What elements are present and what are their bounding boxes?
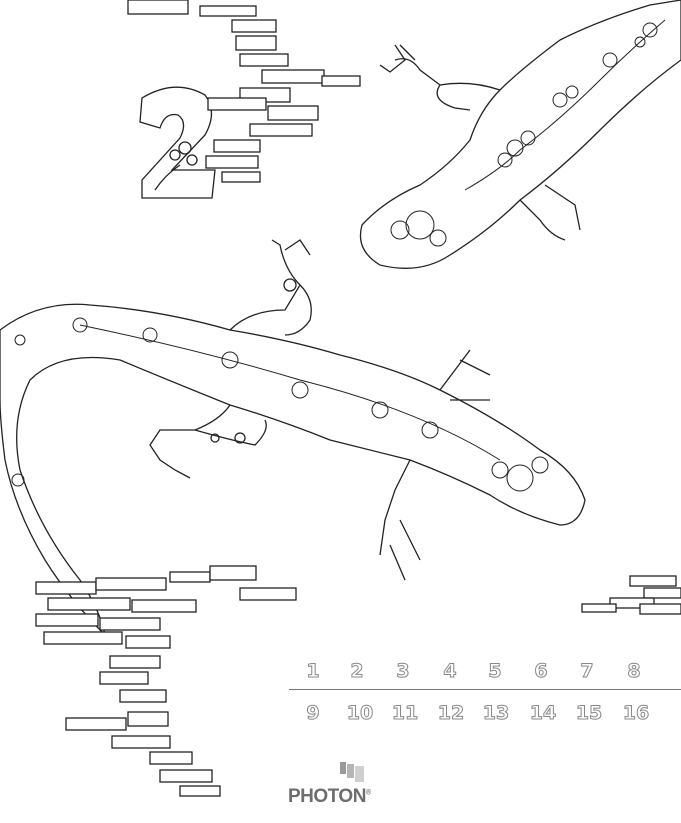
date-5: 5 (488, 660, 502, 683)
date-1: 1 (306, 660, 320, 683)
date-8: 8 (627, 660, 641, 683)
date-10: 10 (346, 702, 374, 725)
photon-logo: PHOTON® (288, 760, 383, 810)
date-7: 7 (580, 660, 594, 683)
brand-name: PHOTON (288, 786, 366, 807)
date-2: 2 (350, 660, 364, 683)
week-divider (289, 689, 681, 690)
date-6: 6 (534, 660, 548, 683)
registered-mark: ® (365, 789, 371, 797)
lower-lizard (0, 239, 586, 637)
stones-top (127, 0, 361, 183)
date-16: 16 (622, 702, 650, 725)
photon-logo-icon (340, 762, 364, 782)
month-numeral-2 (139, 86, 216, 199)
stones-right (581, 575, 681, 615)
date-12: 12 (437, 702, 465, 725)
date-4: 4 (443, 660, 457, 683)
date-14: 14 (529, 702, 557, 725)
date-13: 13 (482, 702, 510, 725)
date-9: 9 (306, 702, 320, 725)
date-15: 15 (575, 702, 603, 725)
date-11: 11 (391, 702, 419, 725)
date-3: 3 (396, 660, 410, 683)
stones-bottom-left (35, 565, 297, 797)
upper-lizard (359, 0, 681, 269)
